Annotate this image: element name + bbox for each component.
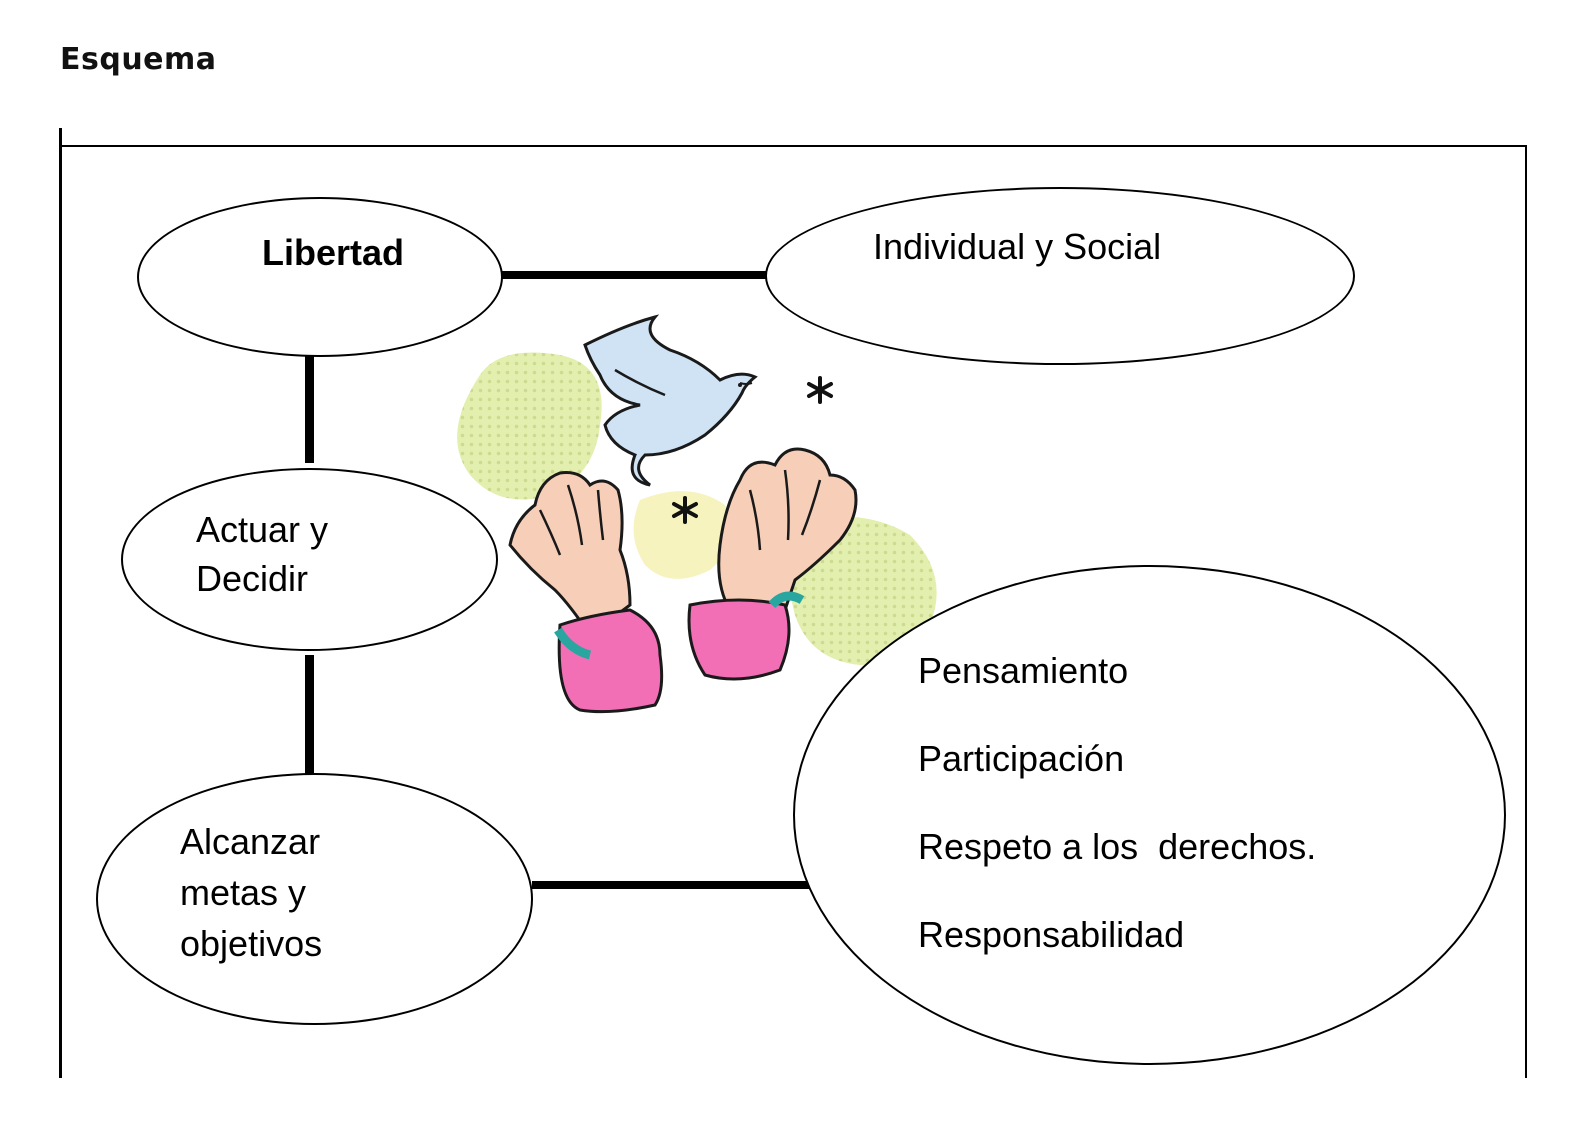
node-aspects (793, 565, 1506, 1065)
aspect-participacion: Participación (918, 734, 1124, 783)
node-actuar-line-1: Actuar y (196, 505, 328, 554)
connector-libertad-individual (500, 271, 768, 279)
node-libertad (137, 197, 503, 357)
node-alcanzar-metas (96, 773, 533, 1025)
node-libertad-label: Libertad (262, 228, 404, 277)
connector-actuar-alcanzar (305, 655, 314, 775)
frame-right-border (1525, 145, 1527, 1078)
aspect-respeto: Respeto a los derechos. (918, 822, 1316, 871)
node-alcanzar-line-2: metas y (180, 868, 306, 917)
node-individual-social (765, 187, 1355, 365)
node-alcanzar-line-1: Alcanzar (180, 817, 320, 866)
page-heading: Esquema (60, 42, 217, 77)
aspect-responsabilidad: Responsabilidad (918, 910, 1184, 959)
connector-alcanzar-aspects (532, 881, 810, 889)
node-actuar-decidir (121, 468, 498, 651)
node-actuar-line-2: Decidir (196, 554, 308, 603)
aspect-pensamiento: Pensamiento (918, 646, 1128, 695)
frame-top-border (60, 145, 1527, 147)
node-individual-social-label: Individual y Social (873, 222, 1161, 271)
connector-libertad-actuar (305, 355, 314, 463)
node-alcanzar-line-3: objetivos (180, 919, 322, 968)
frame-left-border (59, 128, 62, 1078)
